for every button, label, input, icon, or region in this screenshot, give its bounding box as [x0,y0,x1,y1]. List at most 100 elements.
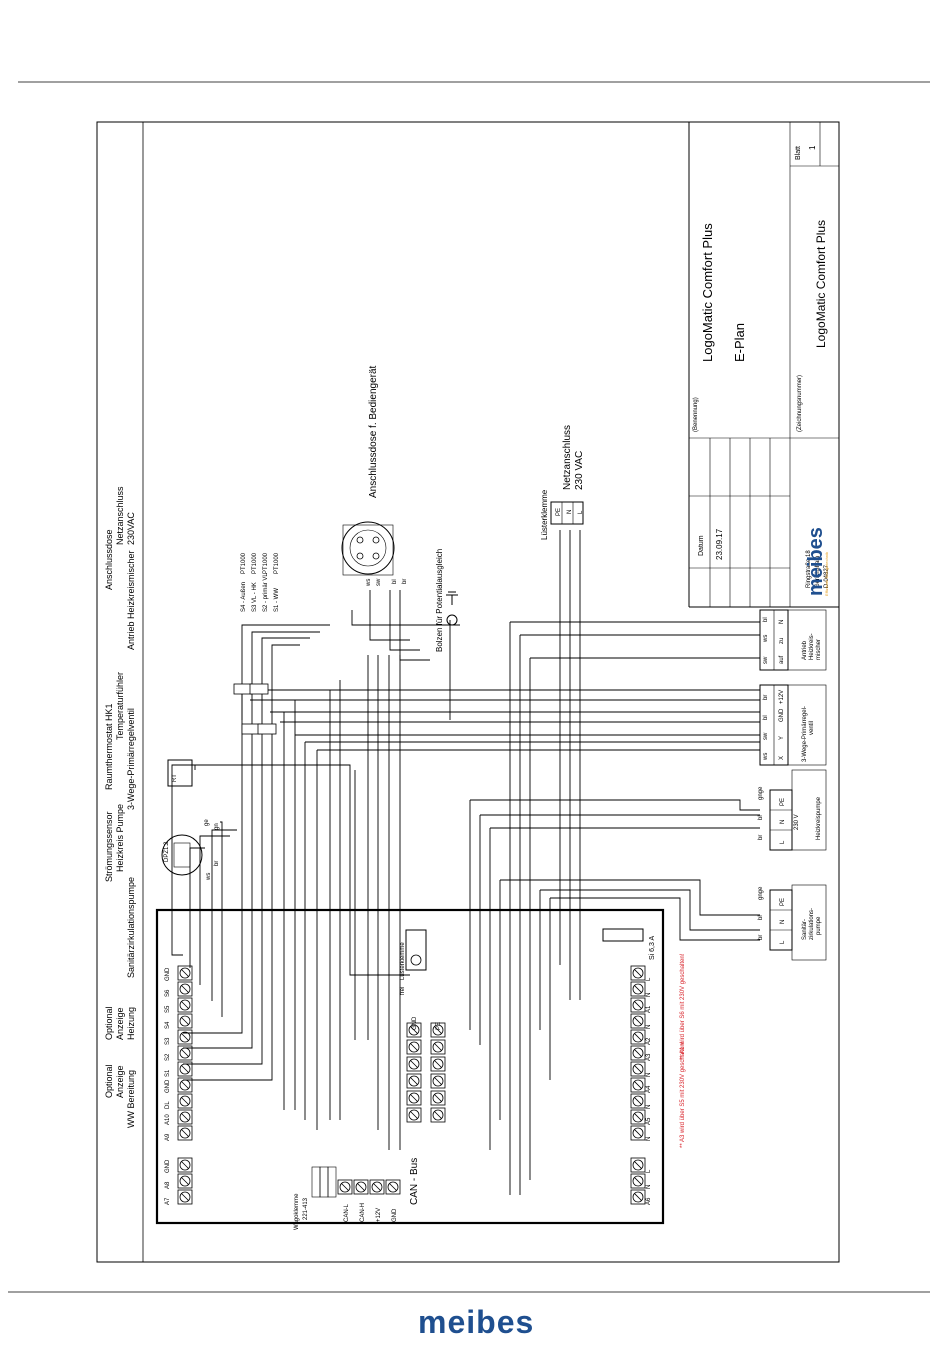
svg-text:A8: A8 [165,1181,171,1189]
svg-text:Anzeige: Anzeige [115,1007,125,1040]
svg-text:PT1000: PT1000 [274,552,280,574]
svg-text:A9: A9 [165,1133,171,1141]
can-terminal--12v: +12V [369,1179,385,1222]
output-terminal-a4: A4 [630,1077,652,1093]
svg-text:S3 VL - HK: S3 VL - HK [252,582,258,612]
potential-bolt: Bolzen für Potentialausgleich [435,549,458,652]
svg-text:zu: zu [779,638,785,644]
title-block: (Benennung) LogoMatic Comfort Plus E-Pla… [688,122,839,608]
svg-text:L: L [780,840,786,844]
svg-text:gnge: gnge [758,886,764,900]
svg-text:ws: ws [763,753,769,761]
output-terminal-a5: A5 [630,1109,652,1125]
gnd-bar-terminal [406,1073,422,1089]
svg-text:RT: RT [172,774,178,782]
note-a1: ** A1 wird über S6 mit 230V geschalten! [680,953,686,1060]
terminal-a10: A10 [165,1109,193,1125]
svg-text:ws: ws [763,635,769,643]
svg-text:frei: frei [400,987,406,995]
svg-text:A5: A5 [646,1117,652,1125]
zeichnungsnummer-label: (Zeichnungsnummer) [797,375,803,432]
output-terminal-n: N [630,981,652,997]
terminal-a7: A7 [165,1189,193,1205]
svg-text:ventil: ventil [809,721,815,735]
sensor-list: S4 - Außen PT1000 S3 VL - HK PT1000 S2 -… [241,552,280,612]
svg-text:A3: A3 [646,1053,652,1061]
svg-text:bl: bl [763,617,769,622]
svg-text:Optional: Optional [104,1006,114,1040]
terminal-a9: A9 [165,1125,193,1141]
svg-text:+12V: +12V [779,690,785,704]
output-terminal-n: N [630,1125,652,1141]
output-terminal-a3: A3 [630,1045,652,1061]
pe-bar-label: PE [436,1022,442,1030]
svg-text:sw: sw [763,732,769,740]
svg-text:WW Bereitung: WW Bereitung [126,1070,136,1128]
gnd-bar-terminal [406,1056,422,1072]
device-sanitaerpumpe: L N PE br bl gnge Sanitär- zirkulations-… [758,884,827,961]
svg-text:230 VAC: 230 VAC [574,451,585,490]
svg-text:Sanitärzirkulationspumpe: Sanitärzirkulationspumpe [126,877,136,978]
svg-text:bl: bl [758,915,764,920]
output-terminal-l: L [630,965,652,981]
svg-text:DPZ1.2: DPZ1.2 [164,841,170,862]
output-terminal-n: N [630,1013,652,1029]
svg-text:Anschlussdose: Anschlussdose [104,529,114,590]
svg-text:bl: bl [392,579,398,584]
svg-text:A4: A4 [646,1085,652,1093]
terminal-a8: A8 [165,1173,193,1189]
svg-text:PE: PE [780,798,786,806]
blatt-value: 1 [808,145,817,150]
terminal-gnd: GND [165,1157,193,1173]
flow-sensor-dpz: DPZ1.2 ws br gn ge [161,819,220,881]
datum-value: 23.09.17 [715,528,724,560]
terminal-s1: S1 [165,1061,193,1077]
svg-text:GND: GND [779,708,785,722]
device-antrieb: auf zu N sw ws bl Antrieb Heizkreis- mis… [759,609,827,671]
svg-text:S2: S2 [165,1053,171,1061]
svg-text:Sanitär-: Sanitär- [802,919,808,940]
svg-text:Raumthermostat HK1: Raumthermostat HK1 [104,703,114,790]
svg-text:N: N [779,620,785,624]
pe-bar-terminal [430,1073,446,1089]
operator-socket: Anschlussdose f. Bediengerät ws sw bl br [341,365,408,587]
svg-text:PE: PE [556,508,562,516]
address-line1: Ringstraße 18 [806,550,812,588]
top-labels: Optional Anzeige WW Bereitung Optional A… [104,486,136,1128]
svg-text:Temperaturfühler: Temperaturfühler [115,672,125,740]
svg-text:zirkulations-: zirkulations- [809,908,815,940]
svg-text:X: X [779,756,785,760]
meibes-logo-small: meibes Effiziente Energietechnik [805,527,829,596]
fuse: Si 6,3 A [602,928,656,960]
svg-text:L: L [578,510,584,514]
svg-text:N: N [567,510,573,514]
svg-text:N: N [780,920,786,924]
terminal-s3: S3 [165,1029,193,1045]
svg-text:S6: S6 [165,989,171,997]
svg-text:Si 6,3 A: Si 6,3 A [649,936,656,960]
svg-text:S4: S4 [165,1021,171,1029]
svg-text:S4 - Außen: S4 - Außen [241,582,247,612]
svg-text:Lüsterklemme: Lüsterklemme [540,489,549,540]
svg-text:A2: A2 [646,1037,652,1045]
wires [171,530,760,1195]
svg-text:PT1000: PT1000 [263,552,269,574]
svg-text:N: N [646,1105,652,1109]
svg-text:gnge: gnge [758,786,764,800]
svg-text:Heizung: Heizung [126,1007,136,1040]
mains-terminal-a6: A6 [630,1189,652,1205]
output-terminal-a2: A2 [630,1029,652,1045]
terminal-s5: S5 [165,997,193,1013]
svg-text:GND: GND [165,1079,171,1093]
datum-label: Datum [698,535,705,556]
svg-text:sw: sw [763,656,769,664]
terminal-s6: S6 [165,981,193,997]
note-a3: ** A3 wird über S5 mit 230V geschalten! [680,1041,686,1148]
svg-text:221-413: 221-413 [303,1197,309,1220]
benennung-label: (Benennung) [693,397,699,432]
svg-text:N: N [646,1025,652,1029]
output-terminal-n: N [630,1093,652,1109]
